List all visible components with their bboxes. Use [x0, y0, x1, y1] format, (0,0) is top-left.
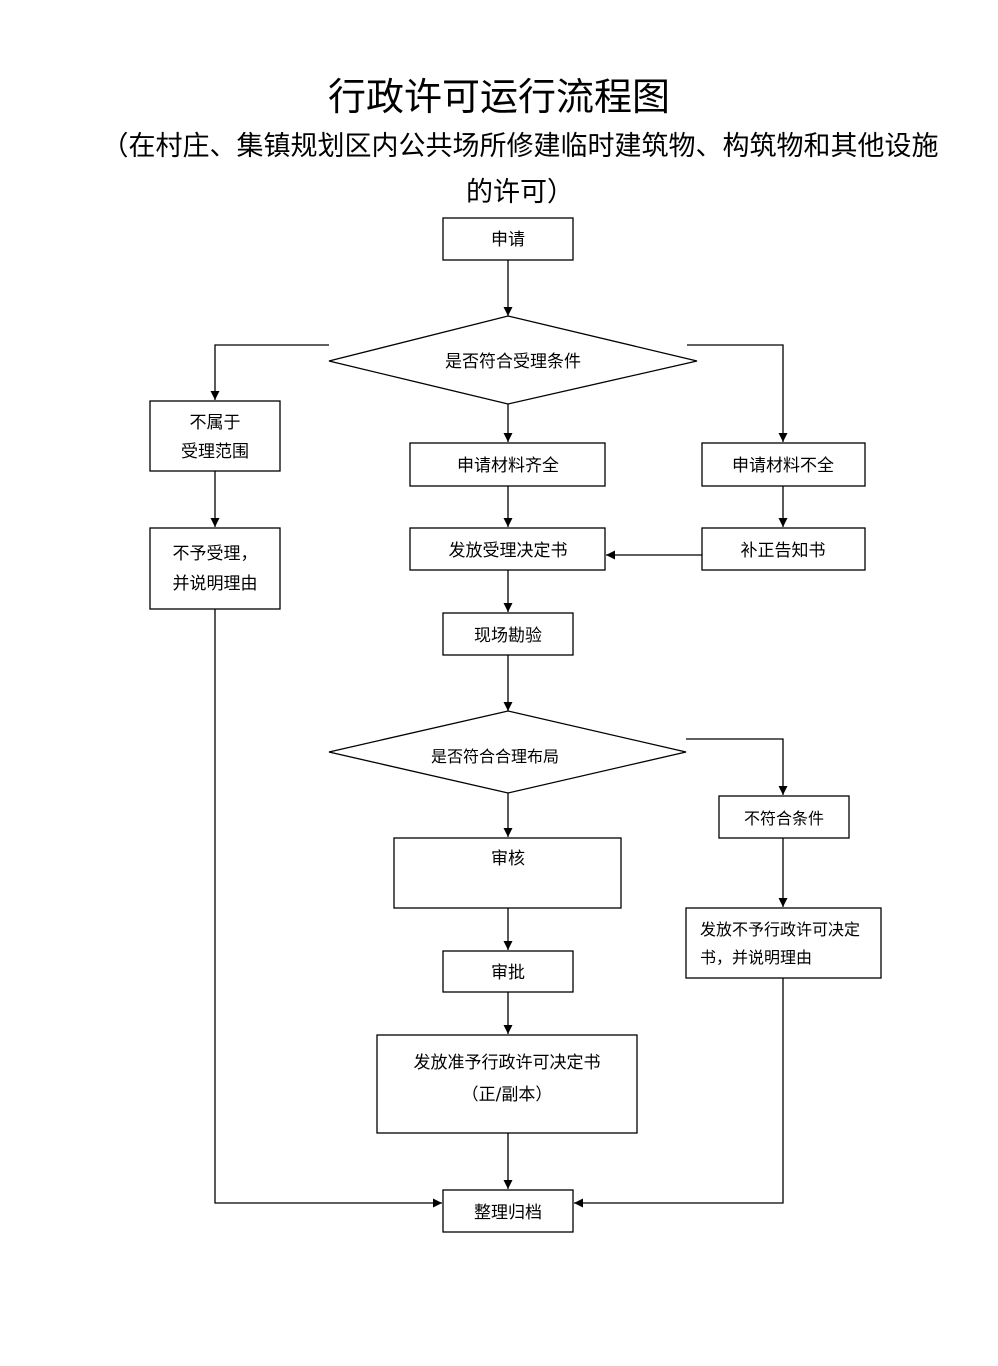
- node-grant-line1: 发放准予行政许可决定书: [414, 1053, 601, 1073]
- node-archive-label: 整理归档: [474, 1203, 542, 1223]
- decision-acceptance-criteria: 是否符合受理条件: [328, 315, 698, 405]
- edge-deny-to-archive: [574, 978, 784, 1208]
- page-subtitle: （在村庄、集镇规划区内公共场所修建临时建筑物、构筑物和其他设施的许可）: [101, 131, 939, 208]
- edge-layout-to-not-qualified: [686, 738, 788, 795]
- node-out-of-scope: 不属于 受理范围: [149, 400, 281, 472]
- edge-check-to-incomplete: [687, 344, 788, 442]
- node-deny-line2: 书，并说明理由: [700, 948, 812, 967]
- node-out-of-scope-line2: 受理范围: [181, 442, 249, 462]
- node-materials-complete-label: 申请材料齐全: [457, 456, 559, 476]
- decision-layout: 是否符合合理布局: [328, 710, 687, 794]
- node-apply-label: 申请: [491, 230, 525, 250]
- node-correction-notice-label: 补正告知书: [741, 541, 826, 561]
- node-materials-incomplete: 申请材料不全: [701, 442, 866, 487]
- node-grant-permit: 发放准予行政许可决定书 （正/副本）: [376, 1034, 638, 1134]
- node-grant-line2: （正/副本）: [462, 1085, 553, 1105]
- node-deny-permit: 发放不予行政许可决定 书，并说明理由: [685, 907, 882, 979]
- node-approve: 审批: [442, 950, 574, 993]
- node-issue-acceptance: 发放受理决定书: [409, 527, 606, 571]
- node-archive: 整理归档: [442, 1189, 574, 1233]
- flow-edges: [210, 260, 788, 1208]
- node-materials-complete: 申请材料齐全: [409, 442, 606, 487]
- node-site-inspection: 现场勘验: [442, 612, 574, 656]
- node-review: 审核: [393, 837, 622, 909]
- node-not-accepted-line2: 并说明理由: [173, 574, 258, 594]
- node-deny-line1: 发放不予行政许可决定: [700, 920, 860, 939]
- node-not-accepted-line1: 不予受理，: [173, 544, 258, 564]
- node-out-of-scope-line1: 不属于: [190, 413, 241, 433]
- node-issue-acceptance-label: 发放受理决定书: [449, 541, 568, 561]
- page-title: 行政许可运行流程图: [327, 75, 670, 119]
- edge-check-to-out-of-scope: [210, 344, 329, 400]
- node-correction-notice: 补正告知书: [701, 527, 866, 571]
- node-not-qualified: 不符合条件: [718, 795, 850, 839]
- node-materials-incomplete-label: 申请材料不全: [732, 456, 834, 476]
- node-review-label: 审核: [491, 849, 525, 869]
- decision-layout-label: 是否符合合理布局: [431, 747, 559, 766]
- node-not-qualified-label: 不符合条件: [744, 809, 824, 828]
- edge-not-accepted-to-archive: [214, 609, 442, 1208]
- decision-acceptance-label: 是否符合受理条件: [445, 352, 581, 372]
- node-apply: 申请: [442, 217, 574, 261]
- node-site-inspection-label: 现场勘验: [474, 626, 542, 646]
- node-not-accepted: 不予受理， 并说明理由: [149, 527, 281, 610]
- node-approve-label: 审批: [491, 963, 525, 983]
